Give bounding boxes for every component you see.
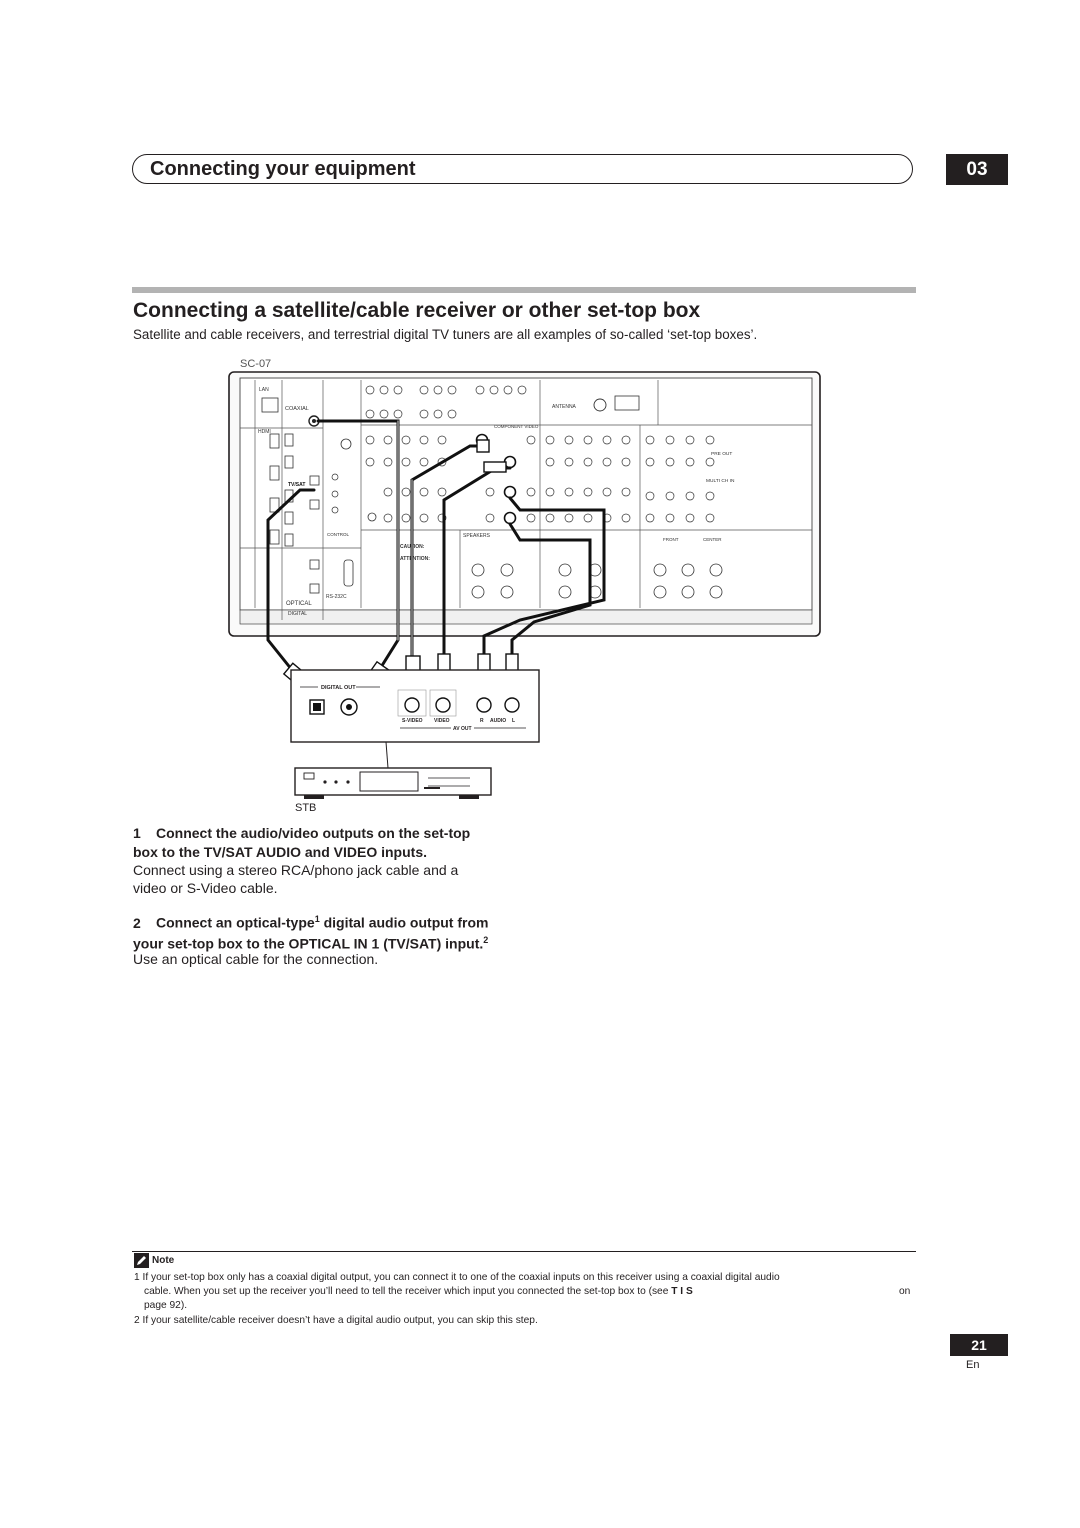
step-2-heading-cont: your set-top box to the OPTICAL IN 1 (TV… (133, 935, 489, 952)
svg-text:TV/SAT: TV/SAT (288, 482, 305, 488)
svg-text:R: R (480, 718, 484, 724)
chapter-header-bar (132, 154, 913, 184)
svg-text:CENTER: CENTER (703, 537, 722, 542)
footnote-1-line3: page 92). (144, 1300, 188, 1311)
svg-text:LAN: LAN (259, 387, 269, 393)
svg-text:MULTI CH IN: MULTI CH IN (706, 478, 735, 484)
note-pencil-icon (134, 1253, 149, 1268)
section-intro: Satellite and cable receivers, and terre… (133, 327, 758, 342)
note-label: Note (152, 1255, 175, 1266)
svg-text:HDMI: HDMI (258, 429, 271, 435)
svg-text:L: L (512, 718, 515, 724)
note-rule (132, 1251, 916, 1252)
svg-text:AV OUT: AV OUT (453, 726, 472, 732)
model-label: SC-07 (240, 358, 271, 370)
stb-back-panel: DIGITAL OUT S-VIDEO VIDEO R AUDIO L AV O… (290, 669, 540, 769)
svg-text:RS-232C: RS-232C (326, 594, 347, 600)
section-rule (132, 287, 916, 293)
page-number: 21 (950, 1334, 1008, 1356)
svg-text:VIDEO: VIDEO (434, 718, 450, 724)
step-1-body-cont: video or S-Video cable. (133, 880, 278, 896)
language-code: En (966, 1359, 980, 1371)
svg-text:AUDIO: AUDIO (490, 718, 506, 724)
svg-text:DIGITAL: DIGITAL (288, 611, 307, 617)
footnote-1-line2-end: on (899, 1286, 911, 1297)
receiver-rear-panel: LAN HDMI COAXIAL OPTICAL DIGITAL TV/SAT … (228, 371, 821, 637)
svg-text:DIGITAL OUT: DIGITAL OUT (321, 685, 356, 691)
svg-text:S-VIDEO: S-VIDEO (402, 718, 423, 724)
footnote-2: 2 If your satellite/cable receiver doesn… (134, 1315, 538, 1326)
svg-text:SPEAKERS: SPEAKERS (463, 533, 491, 539)
step-2-body: Use an optical cable for the connection. (133, 951, 379, 967)
footnote-1-line2: cable. When you set up the receiver you’… (144, 1286, 693, 1297)
footnote-1: 1 If your set-top box only has a coaxial… (134, 1272, 780, 1283)
step-1-heading-cont: box to the TV/SAT AUDIO and VIDEO inputs… (133, 844, 427, 860)
stb-device (294, 767, 492, 799)
chapter-title: Connecting your equipment (150, 158, 416, 180)
stb-label: STB (295, 802, 316, 814)
step-1-body: Connect using a stereo RCA/phono jack ca… (133, 862, 459, 878)
svg-text:CONTROL: CONTROL (327, 532, 349, 537)
svg-text:COMPONENT VIDEO: COMPONENT VIDEO (494, 424, 539, 429)
svg-text:FRONT: FRONT (663, 537, 679, 542)
chapter-number: 03 (946, 154, 1008, 185)
svg-text:PRE OUT: PRE OUT (711, 451, 732, 457)
svg-text:ATTENTION:: ATTENTION: (400, 556, 430, 562)
section-title: Connecting a satellite/cable receiver or… (133, 299, 701, 322)
svg-text:ANTENNA: ANTENNA (552, 404, 577, 410)
connection-diagram: SC-07 LAN HDMI (228, 358, 821, 814)
svg-text:COAXIAL: COAXIAL (285, 406, 309, 412)
svg-text:OPTICAL: OPTICAL (286, 601, 312, 607)
